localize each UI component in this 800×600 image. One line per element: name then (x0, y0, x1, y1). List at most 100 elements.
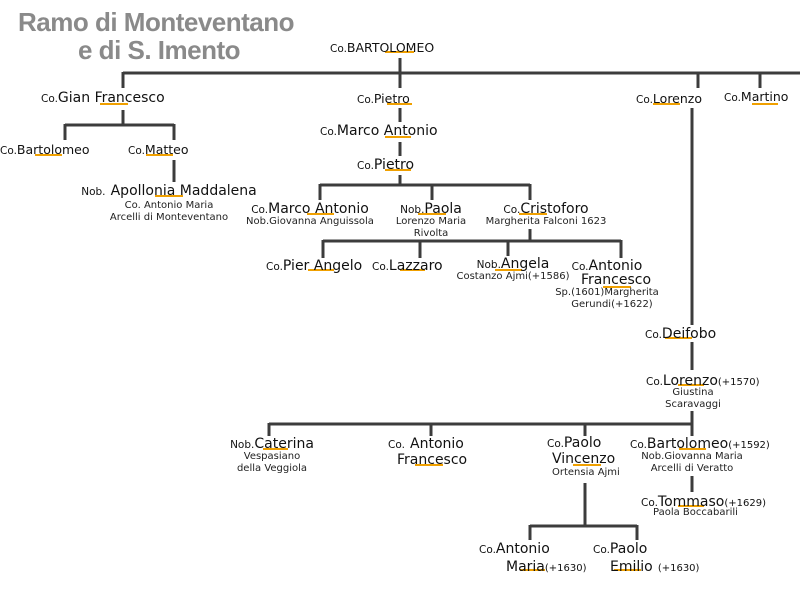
note-line-1: Sp.(1601)Margherita (555, 287, 659, 298)
person-pietro-2: Co.Pietro (357, 156, 414, 172)
person-title: Co. (251, 204, 269, 216)
person-title: Co. (41, 93, 58, 105)
person-title: Co. (320, 126, 337, 138)
person-title: Nob. (476, 259, 501, 271)
person-title: Co. (724, 92, 741, 104)
person-title: Co. (636, 94, 653, 106)
person-name: Martino (740, 89, 789, 104)
person-name: Paolo (563, 435, 602, 451)
tommaso-spouse: Paola Boccabarili (653, 507, 738, 519)
person-name: Antonio (410, 436, 464, 452)
person-title: Co. (646, 376, 663, 388)
person-title: Co. (630, 439, 647, 451)
person-angela: Nob.Angela Costanzo Ajmi(+1586) (450, 255, 576, 283)
person-title: Co. (503, 204, 521, 216)
person-bartolomeo-2: Co.Bartolomeo (0, 141, 89, 157)
person-paolo-vincenzo: Co.Paolo Vincenzo Ortensia Ajmi (547, 434, 620, 479)
person-name-2: Emilio (610, 559, 653, 575)
person-antonio-francesco-1: Co.Antonio Francesco Sp.(1601)Margherita… (540, 257, 674, 311)
person-name: Lazzaro (388, 258, 443, 274)
person-name: Pietro (373, 91, 410, 106)
bartolomeo-3-spouse: Nob.Giovanna Maria Arcelli di Veratto (622, 451, 762, 475)
person-title: Co. (593, 544, 610, 556)
person-name: Caterina (254, 436, 314, 452)
person-name: BARTOLOMEO (346, 40, 435, 55)
spouse-line: Paola Boccabarili (653, 507, 738, 518)
person-lazzaro: Co.Lazzaro (372, 257, 443, 273)
person-date: (+1630) (544, 563, 587, 574)
person-title: Co. (641, 497, 658, 509)
spouse-line-2: Scaravaggi (665, 399, 721, 410)
spouse-line-1: Vespasiano (243, 451, 301, 462)
spouse-line-1: Lorenzo Maria (395, 216, 467, 227)
person-title: Co. (388, 439, 405, 451)
note-line-2: Gerundi(+1622) (571, 299, 653, 310)
person-name: Angela (500, 256, 550, 272)
person-title: Nob. (400, 204, 425, 216)
person-matteo: Co.Matteo (128, 141, 189, 157)
title-line-1: Ramo di Monteventano (18, 7, 295, 37)
person-name: Matteo (144, 142, 189, 157)
person-antonio-francesco-2: Co. Antonio Francesco (388, 435, 467, 467)
spouse-line-2: Arcelli di Monteventano (109, 212, 229, 223)
person-paola: Nob.Paola Lorenzo Maria Rivolta (386, 200, 476, 240)
person-title: Nob. (81, 186, 106, 198)
spouse-line-1: Giustina (672, 387, 714, 398)
person-title: Co. (330, 43, 347, 55)
spouse-line: Ortensia Ajmi (552, 467, 620, 478)
person-title: Co. (372, 261, 389, 273)
lorenzo-2-spouse: Giustina Scaravaggi (646, 387, 740, 411)
spouse-line-1: Nob.Giovanna Maria (641, 451, 743, 462)
person-marco-antonio-2: Co.Marco Antonio Nob.Giovanna Anguissola (240, 200, 380, 228)
person-date: (+1592) (728, 440, 770, 451)
title-line-2: e di S. Imento (78, 35, 241, 65)
person-date: (+1570) (717, 377, 760, 388)
person-pietro-1: Co.Pietro (357, 90, 410, 106)
person-date: (+1630) (657, 563, 700, 574)
person-gian-francesco: Co.Gian Francesco (41, 89, 165, 105)
person-name-2: Francesco (580, 272, 652, 288)
person-name: Marco Antonio (336, 123, 438, 139)
person-bartolomeo-root: Co.BARTOLOMEO (330, 39, 434, 55)
person-title: Co. (128, 145, 145, 157)
person-title: Co. (357, 160, 374, 172)
person-name: Marco Antonio (268, 201, 369, 217)
person-title: Co. (0, 145, 17, 157)
person-title: Co. (479, 544, 496, 556)
spouse-line: Margherita Falconi 1623 (485, 216, 607, 227)
person-name-2: Francesco (397, 452, 468, 468)
person-name: Lorenzo (652, 91, 703, 106)
person-name: Pietro (373, 157, 415, 173)
person-title: Nob. (230, 439, 255, 451)
person-deifobo: Co.Deifobo (645, 325, 716, 341)
person-name: Lorenzo (662, 373, 718, 389)
person-apollonia: Nob. Apollonia Maddalena Co. Antonio Mar… (76, 182, 262, 224)
spouse-line-2: Arcelli di Veratto (650, 463, 734, 474)
person-bartolomeo-3: Co.Bartolomeo(+1592) (630, 435, 770, 451)
person-antonio-maria: Co.Antonio Maria(+1630) (479, 540, 587, 574)
person-name-2: Maria (506, 559, 545, 575)
person-name: Antonio (495, 541, 550, 557)
person-name: Antonio (588, 258, 643, 274)
person-title: Co. (645, 329, 662, 341)
spouse-line-2: Rivolta (413, 228, 449, 239)
person-lorenzo-1: Co.Lorenzo (636, 90, 702, 106)
spouse-line: Costanzo Ajmi(+1586) (456, 271, 570, 282)
spouse-line-2: della Veggiola (236, 463, 308, 474)
person-martino: Co.Martino (724, 88, 788, 104)
person-name: Bartolomeo (16, 142, 90, 157)
person-name: Paolo (609, 541, 648, 557)
person-lorenzo-2: Co.Lorenzo(+1570) (646, 372, 760, 388)
spouse-line: Nob.Giovanna Anguissola (246, 216, 374, 227)
person-name: Tommaso (657, 494, 725, 510)
person-tommaso: Co.Tommaso(+1629) (641, 493, 766, 509)
person-name: Paola (424, 201, 462, 217)
person-cristoforo: Co.Cristoforo Margherita Falconi 1623 (476, 200, 616, 228)
person-name: Bartolomeo (646, 436, 729, 452)
person-marco-antonio-1: Co.Marco Antonio (320, 122, 438, 138)
person-paolo-emilio: Co.Paolo Emilio (+1630) (593, 540, 699, 574)
person-title: Co. (357, 94, 374, 106)
person-name: Cristoforo (520, 201, 589, 217)
person-title: Co. (266, 261, 283, 273)
